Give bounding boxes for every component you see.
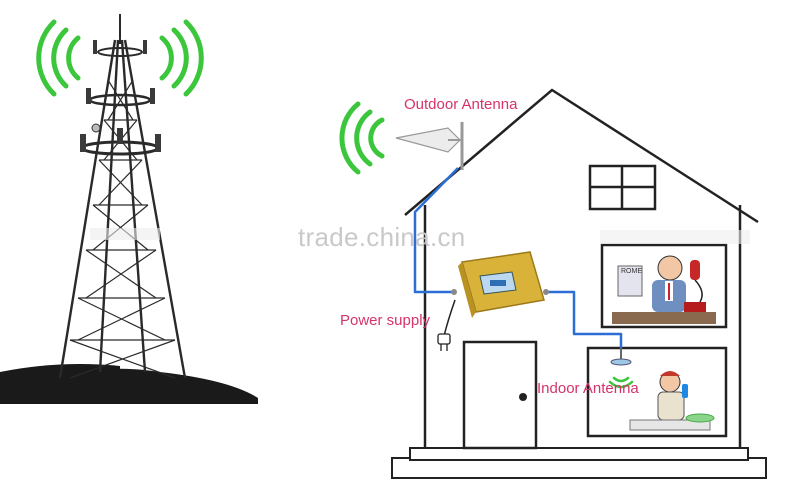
outdoor-antenna-label: Outdoor Antenna <box>404 96 518 113</box>
booster-icon <box>451 251 549 318</box>
house-icon <box>391 88 767 479</box>
lower-room-window <box>586 346 728 438</box>
front-door <box>462 340 538 450</box>
tower-signal-waves-left <box>36 19 81 97</box>
indoor-antenna-label: Indoor Antenna <box>537 380 639 397</box>
phone-icon <box>682 384 688 398</box>
tower-signal-waves-right <box>159 19 204 97</box>
upper-room-window: ROME <box>600 243 728 329</box>
cell-tower-icon <box>0 14 258 404</box>
person-icon <box>652 255 686 312</box>
plug-icon <box>437 299 456 351</box>
office-sign: ROME <box>621 268 642 275</box>
outdoor-antenna-icon <box>395 122 464 170</box>
indoor-antenna-icon <box>610 348 632 366</box>
person-icon <box>657 371 685 421</box>
power-supply-label: Power supply <box>340 312 431 329</box>
ground-mound-left <box>0 364 120 404</box>
phone-icon <box>684 260 706 312</box>
coax-cable <box>413 167 623 348</box>
outdoor-signal-waves <box>339 101 385 175</box>
watermark-text: trade.china.cn <box>298 222 466 252</box>
attic-window <box>588 164 657 211</box>
indoor-signal-waves <box>608 376 634 389</box>
